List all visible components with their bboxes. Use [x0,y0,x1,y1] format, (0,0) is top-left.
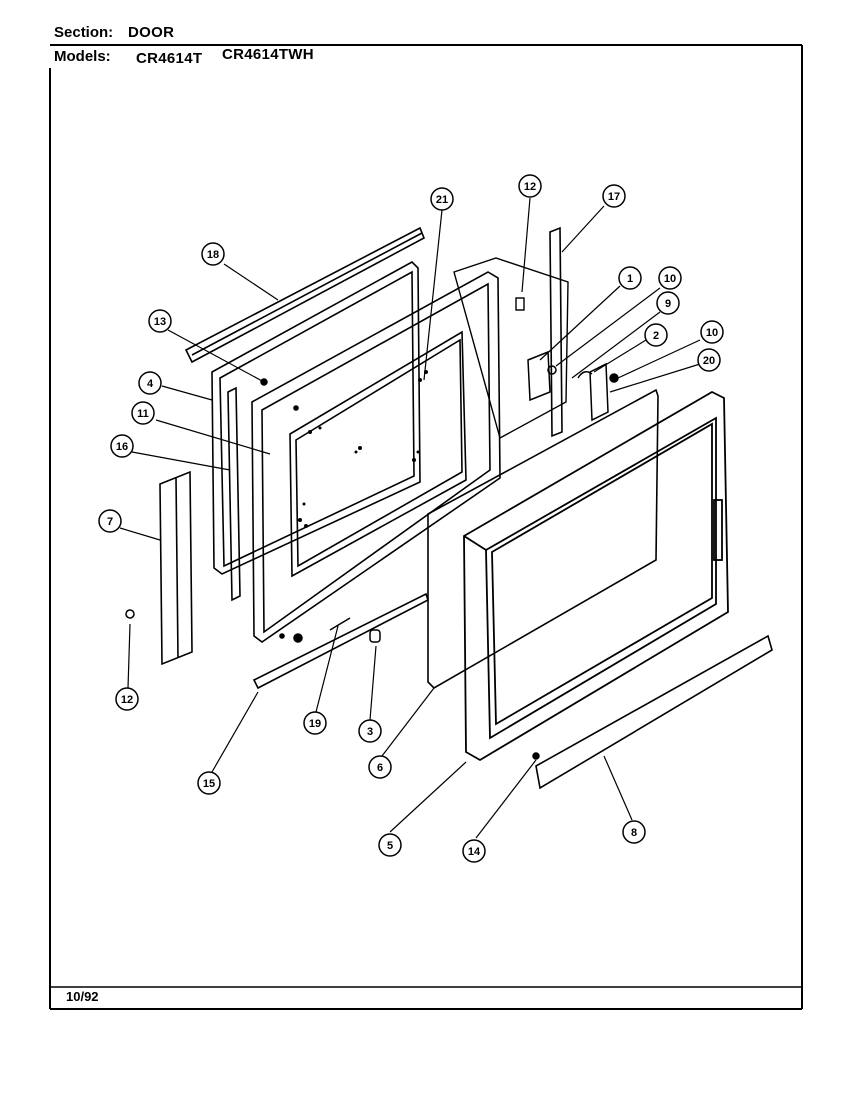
page-border [49,44,803,1010]
section-value: DOOR [128,24,175,41]
callout-18: 18 [201,242,225,266]
side-strip [227,386,241,602]
callout-10-lower: 10 [700,320,724,344]
callout-12-top: 12 [518,174,542,198]
callout-9-label: 9 [665,298,671,310]
callout-10-upper: 10 [658,266,682,290]
callout-5-label: 5 [387,840,393,852]
callout-15-label: 15 [203,778,215,790]
small-fasteners [125,378,540,760]
callout-8: 8 [622,820,646,844]
callout-1-label: 1 [627,273,633,285]
callout-18-label: 18 [207,249,219,261]
callout-1: 1 [618,266,642,290]
hinge-hardware [527,350,619,422]
callout-21: 21 [430,187,454,211]
callout-3-label: 3 [367,726,373,738]
callout-2: 2 [644,323,668,347]
leader-lines [119,197,701,839]
outer-door [463,390,729,762]
callout-9: 9 [656,291,680,315]
glass-panel [427,388,659,689]
callout-21-label: 21 [436,194,448,206]
callout-17-label: 17 [608,191,620,203]
bottom-strip [252,592,429,690]
callout-17: 17 [602,184,626,208]
top-vent-strip [184,226,426,364]
callout-4-label: 4 [147,378,154,390]
callout-group: 21 12 17 18 1 10 9 13 2 10 20 4 11 16 7 … [98,174,724,863]
callout-19-label: 19 [309,718,321,730]
vertical-rod [549,226,563,438]
callout-16: 16 [110,434,134,458]
callout-12-top-label: 12 [524,181,536,193]
callout-7: 7 [98,509,122,533]
callout-3: 3 [358,719,382,743]
callout-20: 20 [697,348,721,372]
inner-door-panel [251,271,501,643]
callout-14: 14 [462,839,486,863]
revision-date: 10/92 [66,989,99,1004]
callout-6: 6 [368,755,392,779]
callout-7-label: 7 [107,516,113,528]
callout-11: 11 [131,401,155,425]
models-label: Models: [54,48,111,65]
callout-13: 13 [148,309,172,333]
callout-10-lower-label: 10 [706,327,718,339]
callout-16-label: 16 [116,441,128,453]
callout-10-upper-label: 10 [664,273,676,285]
callout-15: 15 [197,771,221,795]
callout-4: 4 [138,371,162,395]
model-number-2: CR4614TWH [222,46,314,63]
callout-20-label: 20 [703,355,715,367]
kick-plate [535,634,773,790]
callout-12-bottom-label: 12 [121,694,133,706]
callout-14-label: 14 [468,846,481,858]
callout-5: 5 [378,833,402,857]
callout-19: 19 [303,711,327,735]
model-number-1: CR4614T [136,50,203,67]
section-label: Section: [54,24,114,41]
hinge-bracket-plate [453,257,569,440]
callout-13-label: 13 [154,316,166,328]
callout-8-label: 8 [631,827,637,839]
callout-6-label: 6 [377,762,383,774]
callout-11-label: 11 [137,408,149,420]
callout-12-bottom: 12 [115,687,139,711]
door-gasket [211,261,421,575]
door-hinge [159,470,193,666]
callout-2-label: 2 [653,330,659,342]
